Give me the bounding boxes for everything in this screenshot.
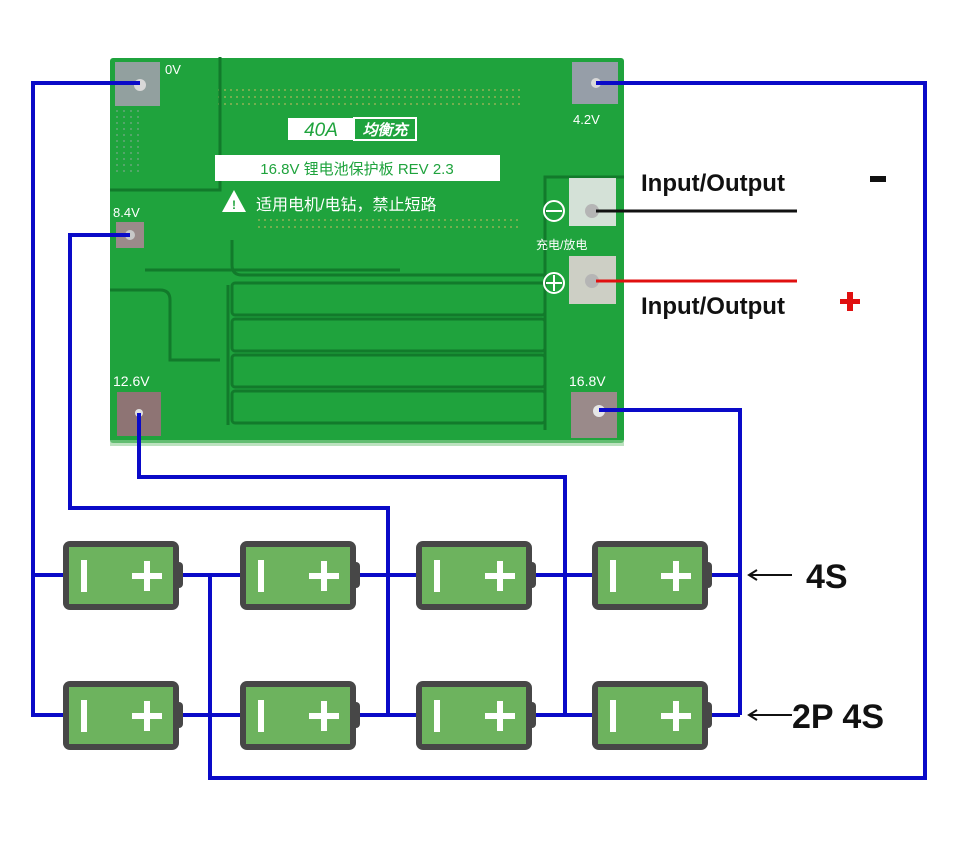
battery-plus-icon-vertical (673, 701, 679, 731)
pad-pack-negative (543, 178, 616, 226)
minus-symbol-icon (543, 200, 565, 222)
pcb-board: 40A 均衡充 16.8V 锂电池保护板 REV 2.3 ! 适用电机/电钻，禁… (110, 57, 624, 446)
battery-minus-icon (81, 560, 87, 592)
battery-minus-icon (434, 560, 440, 592)
arrow-2p4s (747, 709, 792, 721)
battery-cell (416, 681, 536, 750)
balance-mode-label: 均衡充 (362, 121, 409, 139)
balance-wires (31, 81, 927, 780)
charge-discharge-label: 充电/放电 (536, 237, 587, 252)
pad-8.4v-label: 8.4V (113, 205, 140, 220)
plus-symbol-icon (543, 272, 565, 294)
pad-12.6v-label: 12.6V (113, 373, 150, 389)
wire-0v (31, 81, 140, 717)
io-negative-label: Input/Output (641, 170, 785, 197)
battery-cell (63, 681, 183, 750)
wire-16.8v (599, 408, 742, 715)
wire-4.2v (208, 81, 927, 780)
current-badge: 40A 均衡充 (288, 117, 417, 141)
battery-minus-icon (81, 700, 87, 732)
board-title: 16.8V 锂电池保护板 REV 2.3 (260, 160, 453, 178)
battery-minus-icon (258, 700, 264, 732)
via-grid-left (116, 110, 139, 175)
battery-minus-icon (434, 700, 440, 732)
battery-plus-icon-vertical (144, 701, 150, 731)
battery-cell (240, 541, 360, 610)
warning-text: 适用电机/电钻，禁止短路 (256, 196, 436, 214)
battery-cell (592, 681, 712, 750)
battery-minus-icon (610, 700, 616, 732)
config-2p4s-label: 2P 4S (792, 698, 884, 736)
wire-12.6v (137, 413, 567, 715)
positive-sign-icon (840, 292, 860, 311)
negative-sign-icon (870, 176, 886, 182)
battery-plus-icon-vertical (497, 701, 503, 731)
pad-8.4v: 8.4V (113, 205, 144, 248)
battery-minus-icon (610, 560, 616, 592)
battery-plus-icon-vertical (144, 561, 150, 591)
battery-minus-icon (258, 560, 264, 592)
battery-cell (416, 541, 536, 610)
battery-cell (240, 681, 360, 750)
arrow-4s (747, 569, 792, 581)
warning-line: ! 适用电机/电钻，禁止短路 (222, 190, 436, 214)
battery-plus-icon-vertical (497, 561, 503, 591)
battery-plus-icon-vertical (321, 701, 327, 731)
battery-plus-icon-vertical (321, 561, 327, 591)
battery-cell (592, 541, 712, 610)
via-row-top (218, 89, 520, 228)
battery-plus-icon-vertical (673, 561, 679, 591)
current-rating-label: 40A (304, 120, 338, 141)
pad-16.8v-label: 16.8V (569, 373, 606, 389)
pad-4.2v-label: 4.2V (573, 112, 600, 127)
pad-0v-label: 0V (165, 62, 181, 77)
warning-icon (222, 190, 246, 212)
config-4s-label: 4S (806, 558, 848, 596)
pad-16.8v: 16.8V (569, 373, 617, 438)
io-positive-label: Input/Output (641, 293, 785, 320)
pcb-substrate (110, 58, 624, 443)
warning-icon-glyph: ! (232, 198, 236, 212)
pcb-traces (110, 57, 624, 430)
pcb-edge (110, 440, 624, 446)
battery-array (63, 541, 712, 750)
board-title-plate: 16.8V 锂电池保护板 REV 2.3 (215, 155, 500, 181)
battery-cell (63, 541, 183, 610)
